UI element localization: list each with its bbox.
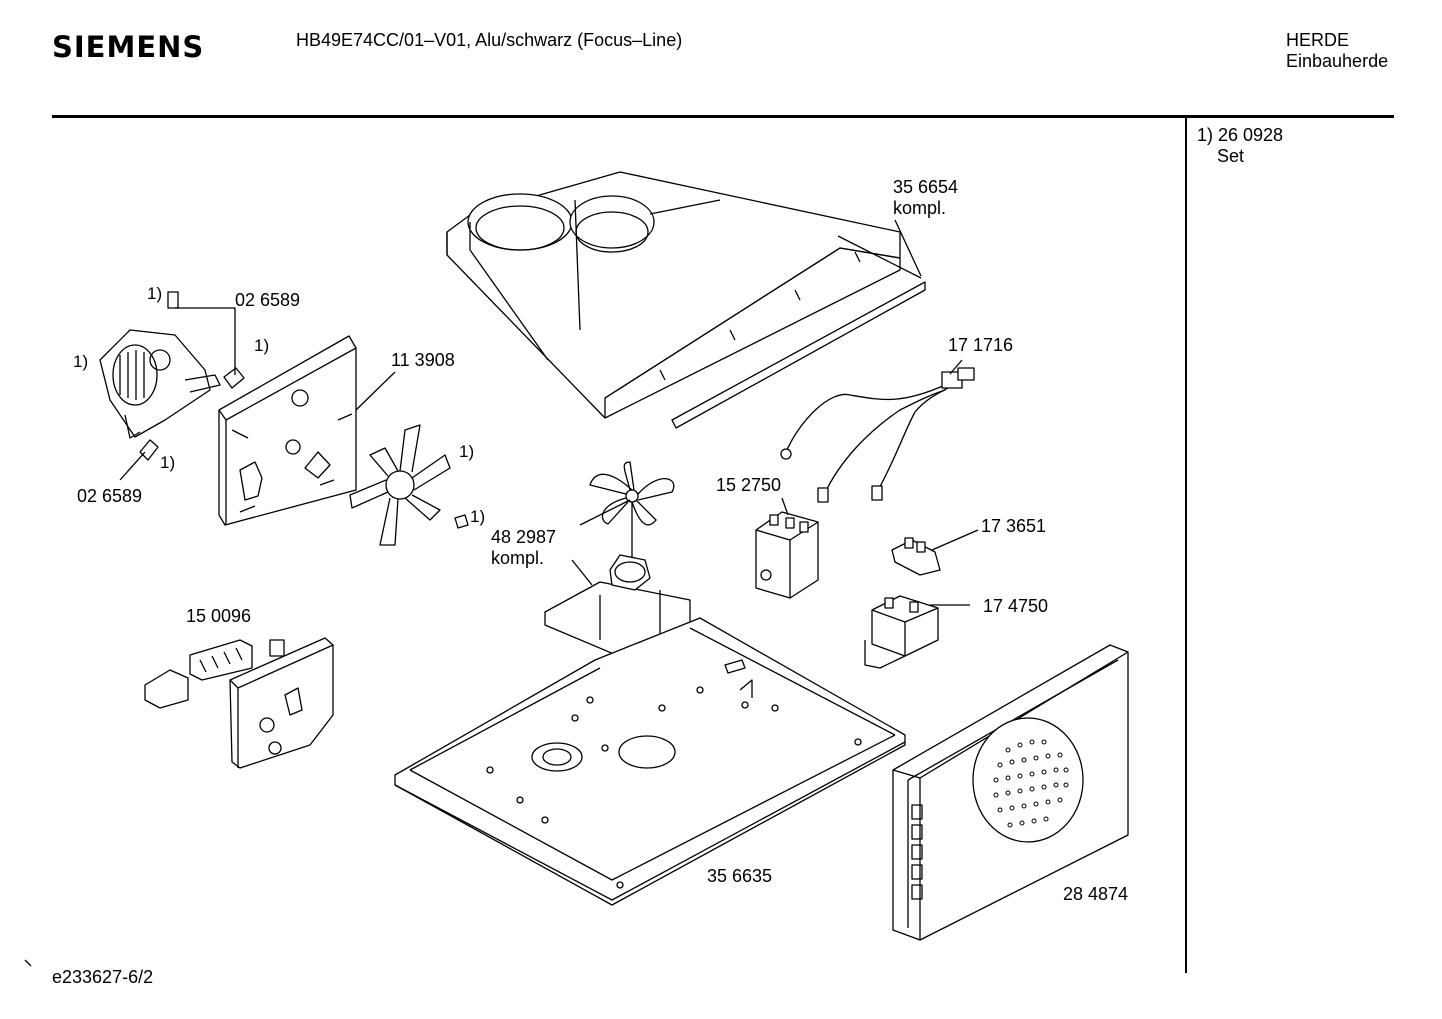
back-plate-part [218,335,357,526]
thermal-switch-part [891,537,941,576]
model-title: HB49E74CC/01–V01, Alu/schwarz (Focus–Lin… [296,30,683,50]
category-block: HERDE Einbauherde [1286,30,1388,72]
fan-wheel-part [349,424,469,546]
leader-026589-bottom [119,451,146,481]
footnote-marker: 1) [254,336,270,355]
rear-panel-part [892,644,1129,941]
part-label-026589-bottom: 02 6589 [77,486,143,506]
footnote-marker: 1) [459,442,475,461]
footnote-marker: 1) [160,453,176,472]
wiring-harness-part [780,367,975,503]
drawing-code: e233627-6/2 [52,967,154,987]
leader-482987-fan [579,499,631,526]
footnote-marker: 1) [73,352,89,371]
footnote-marker: 1) [470,507,486,526]
part-label-173651: 17 3651 [981,516,1047,536]
part-label-026589-top: 02 6589 [235,290,301,310]
part-qualifier: kompl. [893,198,947,218]
part-label-356654: 35 6654 kompl. [893,177,958,219]
leader-173651 [931,529,979,551]
category-label: HERDE [1286,30,1350,50]
set-note-desc: Set [1217,146,1245,166]
leader-482987 [571,559,593,586]
relay-part [755,511,819,599]
part-label-113908: 11 3908 [391,350,455,370]
sidebar-divider [1185,118,1187,973]
set-note: 1) 26 0928 Set [1197,125,1283,167]
part-label-152750: 15 2750 [716,475,782,495]
part-label-284874: 28 4874 [1063,884,1129,904]
part-label-482987: 48 2987 kompl. [491,527,556,569]
leader-171716 [949,359,963,375]
fan-motor-part [99,291,245,461]
part-label-356635: 35 6635 [707,866,773,886]
transformer-part [864,595,939,669]
part-qualifier: kompl. [491,548,545,568]
part-label-171716: 17 1716 [948,335,1014,355]
footnote-marker: 1) [147,284,163,303]
leader-113908 [355,371,396,411]
part-number: 48 2987 [491,527,557,547]
corner-tick [24,959,32,967]
brand-logo: SIEMENS [52,30,205,64]
control-board-part [144,637,334,769]
part-label-150096: 15 0096 [186,606,252,626]
leader-152750 [781,497,789,516]
leader-356654 [894,219,922,277]
part-number: 35 6654 [893,177,959,197]
top-cover-part [446,171,926,429]
header-divider [52,115,1394,118]
base-tray-part [394,617,906,906]
part-label-174750: 17 4750 [983,596,1049,616]
leader-026589-top [175,307,236,375]
set-note-ref: 1) 26 0928 [1197,125,1284,145]
subcategory-label: Einbauherde [1286,51,1389,71]
